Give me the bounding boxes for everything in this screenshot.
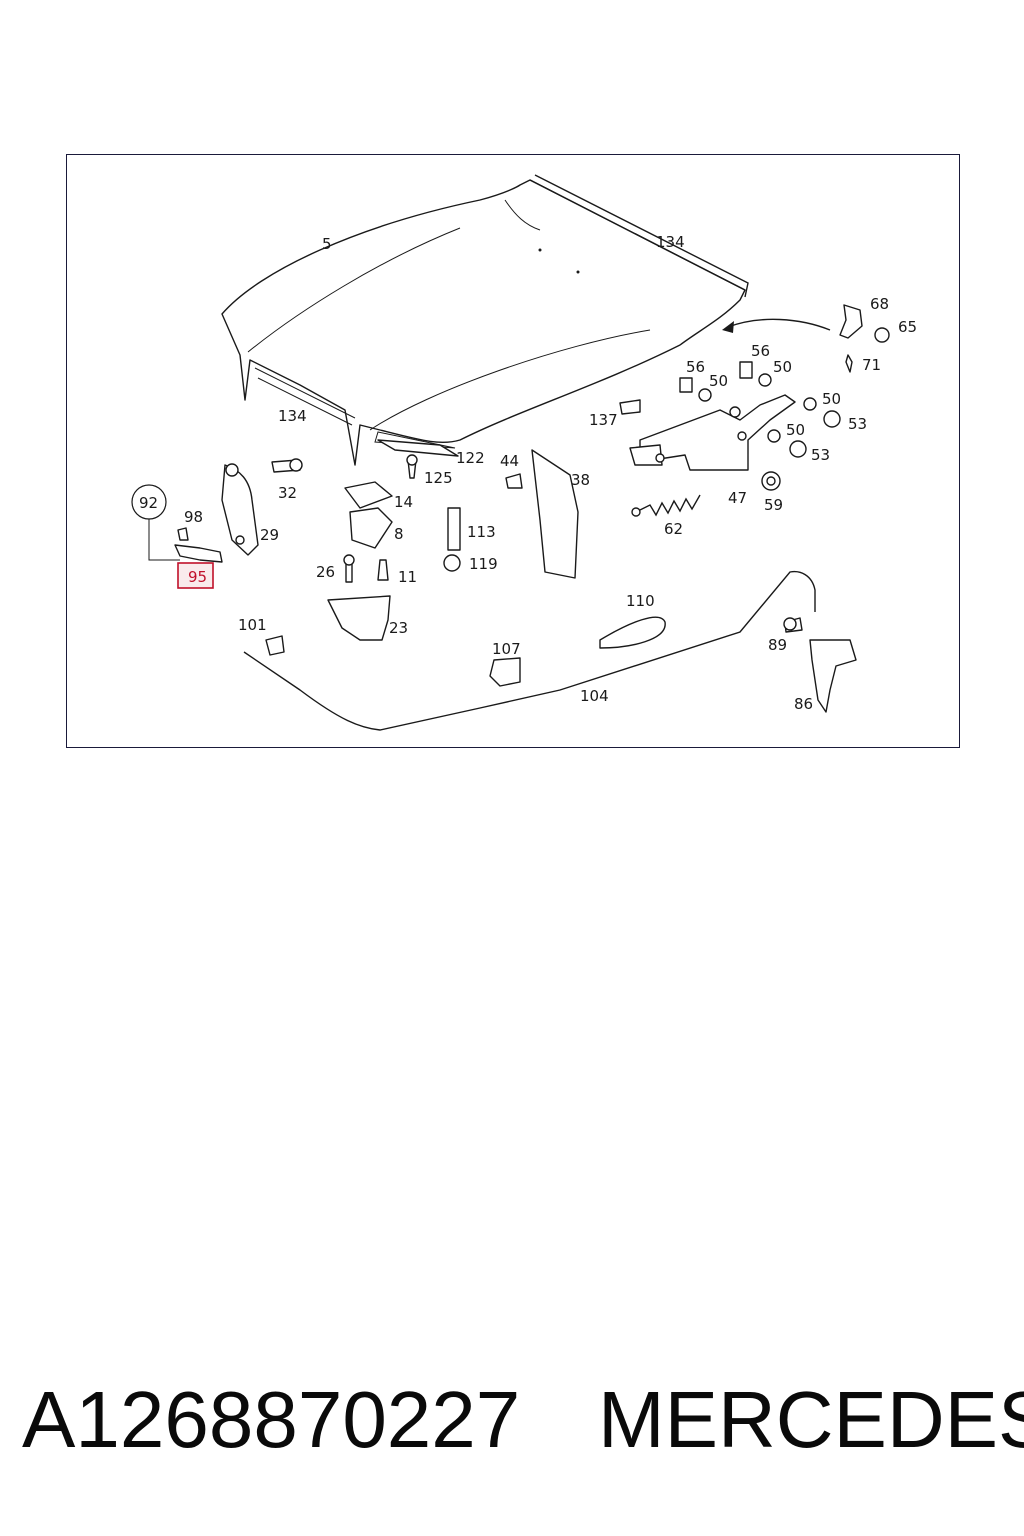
label-134: 134 [656,233,685,251]
label-68: 68 [870,295,889,313]
diagram-frame [66,154,960,748]
label-8: 8 [394,525,404,543]
label-59: 59 [764,496,783,514]
label-89: 89 [768,636,787,654]
hood-part [221,174,749,466]
label-56: 56 [686,358,705,376]
latch-parts-left [221,458,391,641]
hinge-assembly-part [629,389,796,471]
small-fasteners [619,304,890,491]
label-101: 101 [238,616,267,634]
label-107: 107 [492,640,521,658]
label-50: 50 [709,372,728,390]
label-47: 47 [728,489,747,507]
label-110: 110 [626,592,655,610]
label-53: 53 [848,415,867,433]
label-113: 113 [467,523,496,541]
brand-name: MERCEDES [598,1375,1024,1464]
label-53: 53 [811,446,830,464]
label-44: 44 [500,452,519,470]
label-92: 92 [139,494,158,512]
label-50: 50 [822,390,841,408]
label-11: 11 [398,568,417,586]
spring-part [631,494,701,517]
label-14: 14 [394,493,413,511]
label-86: 86 [794,695,813,713]
label-98: 98 [184,508,203,526]
label-26: 26 [316,563,335,581]
footer: A1268870227 MERCEDES [0,1370,1024,1470]
release-cable-parts [243,570,857,731]
label-65: 65 [898,318,917,336]
parts-diagram: 5 134 134 68 65 71 56 56 50 50 50 50 53 … [131,174,917,731]
label-23: 23 [389,619,408,637]
label-122: 122 [456,449,485,467]
label-50: 50 [786,421,805,439]
assembly-arrow [727,318,831,331]
misc-parts-center [344,439,579,579]
label-32: 32 [278,484,297,502]
label-29: 29 [260,526,279,544]
label-56: 56 [751,342,770,360]
highlight-box [177,562,214,589]
part-92-group [131,484,223,589]
label-134: 134 [278,407,307,425]
label-125: 125 [424,469,453,487]
label-119: 119 [469,555,498,573]
callout-labels: 5 134 134 68 65 71 56 56 50 50 50 50 53 … [139,233,917,713]
label-5: 5 [322,235,332,253]
label-71: 71 [862,356,881,374]
label-38: 38 [571,471,590,489]
label-104: 104 [580,687,609,705]
label-137: 137 [589,411,618,429]
label-95-highlighted: 95 [188,568,207,586]
label-62: 62 [664,520,683,538]
part-number: A1268870227 [22,1375,521,1464]
label-50: 50 [773,358,792,376]
